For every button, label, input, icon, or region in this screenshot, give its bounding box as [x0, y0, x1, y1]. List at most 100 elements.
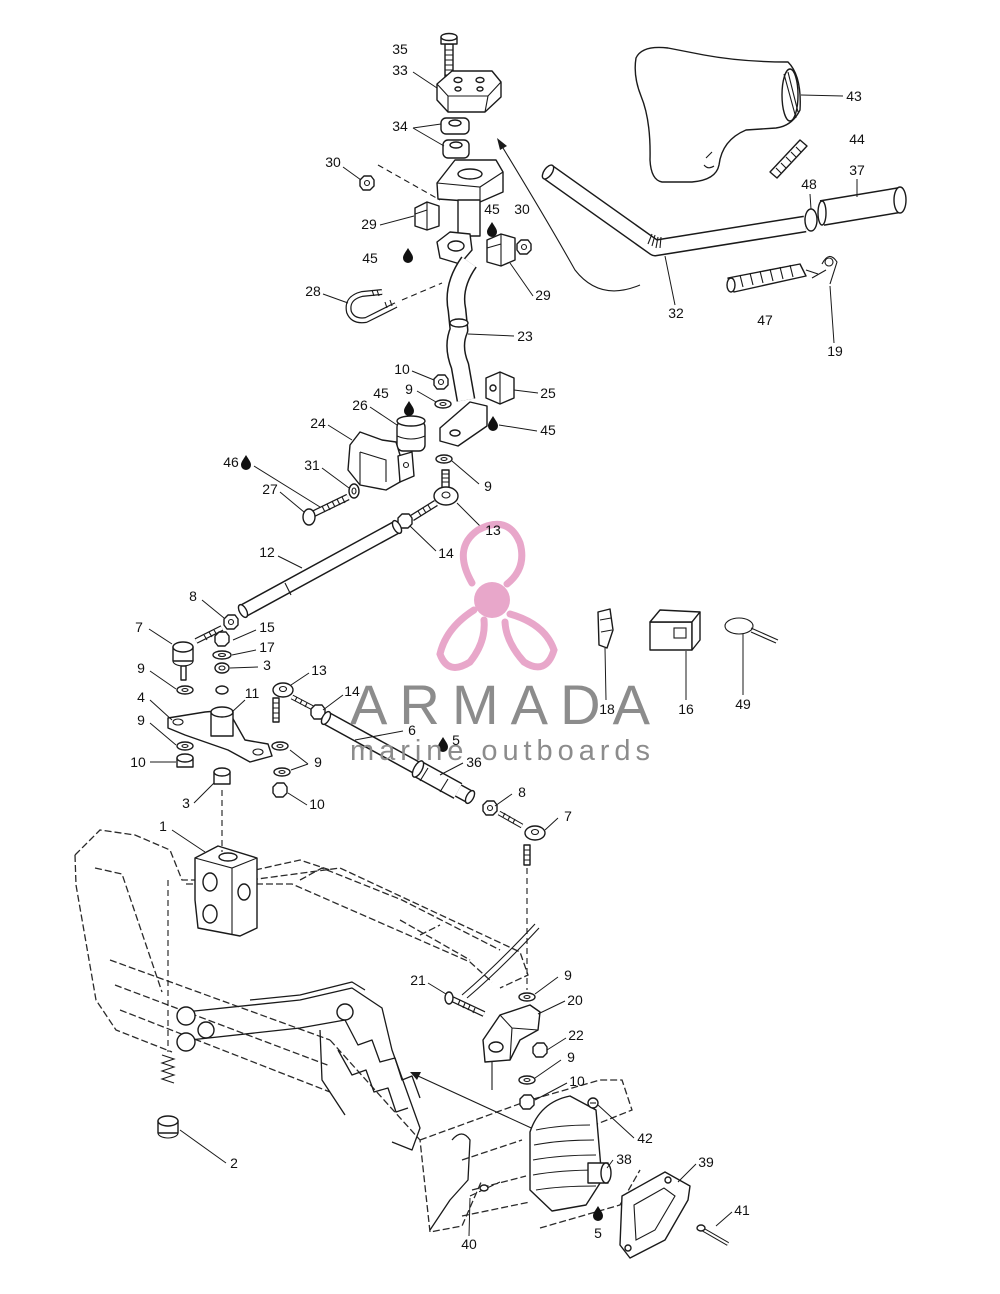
- lubrication-drop-icon: [404, 401, 414, 416]
- callout-44: 44: [849, 131, 865, 147]
- callout-37: 37: [849, 162, 865, 178]
- callout-3: 3: [263, 657, 271, 673]
- callout-31: 31: [304, 457, 320, 473]
- callout-8: 8: [189, 588, 197, 604]
- callout-12: 12: [259, 544, 275, 560]
- tie-rod-6: [320, 710, 476, 805]
- lubrication-drop-icon: [593, 1206, 603, 1221]
- callout-28: 28: [305, 283, 321, 299]
- lubrication-drop-icon: [488, 416, 498, 431]
- callout-43: 43: [846, 88, 862, 104]
- callout-32: 32: [668, 305, 684, 321]
- lubrication-drop-icon: [487, 222, 497, 237]
- callout-45: 45: [362, 250, 378, 266]
- callout-45: 45: [373, 385, 389, 401]
- column-clamp-block: [436, 159, 504, 237]
- washer-31: [348, 483, 360, 499]
- callout-15: 15: [259, 619, 275, 635]
- rod-end-7-right: [497, 810, 546, 866]
- callout-36: 36: [466, 754, 482, 770]
- tie-rod-12: [237, 519, 403, 619]
- cap-plate-33: [436, 70, 502, 113]
- callout-4: 4: [137, 689, 145, 705]
- callout-9: 9: [137, 712, 145, 728]
- leader-lines: [148, 71, 858, 1237]
- washers-and-nut-left-stack: [176, 685, 194, 768]
- washers-and-nut-right-stack: [271, 741, 291, 798]
- callout-48: 48: [801, 176, 817, 192]
- callout-35: 35: [392, 41, 408, 57]
- ring-48: [804, 208, 818, 232]
- callout-46: 46: [223, 454, 239, 470]
- bracket-25: [485, 371, 515, 405]
- bolt-40: [469, 1181, 501, 1197]
- lower-steering-linkage: [176, 981, 471, 1231]
- support-block-1: [194, 845, 258, 937]
- callout-11: 11: [245, 685, 260, 701]
- callout-19: 19: [827, 343, 843, 359]
- rod-end-13-lower: [272, 682, 315, 723]
- callout-14: 14: [438, 545, 454, 561]
- lubrication-drop-icon: [403, 248, 413, 263]
- washer-9-mid: [435, 454, 453, 464]
- screw-42: [587, 1097, 599, 1109]
- callout-45: 45: [540, 422, 556, 438]
- callout-42: 42: [637, 1130, 653, 1146]
- steering-column-23: [446, 256, 477, 402]
- grip-heater-47: [726, 263, 819, 293]
- clamp-29-left: [414, 201, 440, 231]
- washer-9-lower-bottom: [518, 1075, 536, 1085]
- callout-27: 27: [262, 481, 278, 497]
- callout-10: 10: [130, 754, 146, 770]
- callout-7: 7: [564, 808, 572, 824]
- nut-22: [532, 1042, 548, 1058]
- callout-45: 45: [484, 201, 500, 217]
- callout-13: 13: [311, 662, 327, 678]
- handlebar-cover-43: [634, 46, 801, 183]
- bushing-stack-center: [210, 631, 234, 785]
- washer-9-lower-top: [518, 992, 536, 1002]
- callout-30: 30: [325, 154, 341, 170]
- rubber-mount-26: [396, 415, 426, 452]
- plate-39: [619, 1171, 691, 1259]
- callout-8: 8: [518, 784, 526, 800]
- washer-9-upper: [434, 399, 452, 409]
- u-bracket-24: [347, 431, 415, 491]
- callout-23: 23: [517, 328, 533, 344]
- callout-49: 49: [735, 696, 751, 712]
- callout-10: 10: [394, 361, 410, 377]
- column-bracket-plate: [439, 401, 488, 447]
- lubrication-drop-icon: [241, 455, 251, 470]
- callout-9: 9: [314, 754, 322, 770]
- callout-7: 7: [135, 619, 143, 635]
- callout-40: 40: [461, 1236, 477, 1252]
- propeller-icon: [436, 520, 558, 671]
- callout-22: 22: [568, 1027, 584, 1043]
- callout-18: 18: [599, 701, 615, 717]
- assembly-arrow: [497, 138, 641, 292]
- callout-29: 29: [535, 287, 551, 303]
- callout-labels: 35 33 34 30 29 45 30 45 29 28 23 10 9 25…: [130, 41, 865, 1252]
- callout-24: 24: [310, 415, 326, 431]
- callout-26: 26: [352, 397, 368, 413]
- cable-tie-49: [724, 617, 779, 644]
- pin-19: [811, 255, 838, 285]
- callout-33: 33: [392, 62, 408, 78]
- callout-39: 39: [698, 1154, 714, 1170]
- callout-3: 3: [182, 795, 190, 811]
- callout-6: 6: [408, 722, 416, 738]
- callout-38: 38: [616, 1151, 632, 1167]
- callout-14: 14: [344, 683, 360, 699]
- lubrication-drop-icon: [438, 737, 448, 752]
- callout-21: 21: [410, 972, 426, 988]
- callout-1: 1: [159, 818, 167, 834]
- rod-end-7-left: [172, 625, 224, 681]
- callout-41: 41: [734, 1202, 750, 1218]
- callout-2: 2: [230, 1155, 238, 1171]
- callout-5: 5: [452, 732, 460, 748]
- clamp-halves-34: [440, 117, 470, 159]
- nut-10-lower: [519, 1094, 535, 1110]
- grip-insert-44: [769, 139, 808, 179]
- callout-10: 10: [569, 1073, 585, 1089]
